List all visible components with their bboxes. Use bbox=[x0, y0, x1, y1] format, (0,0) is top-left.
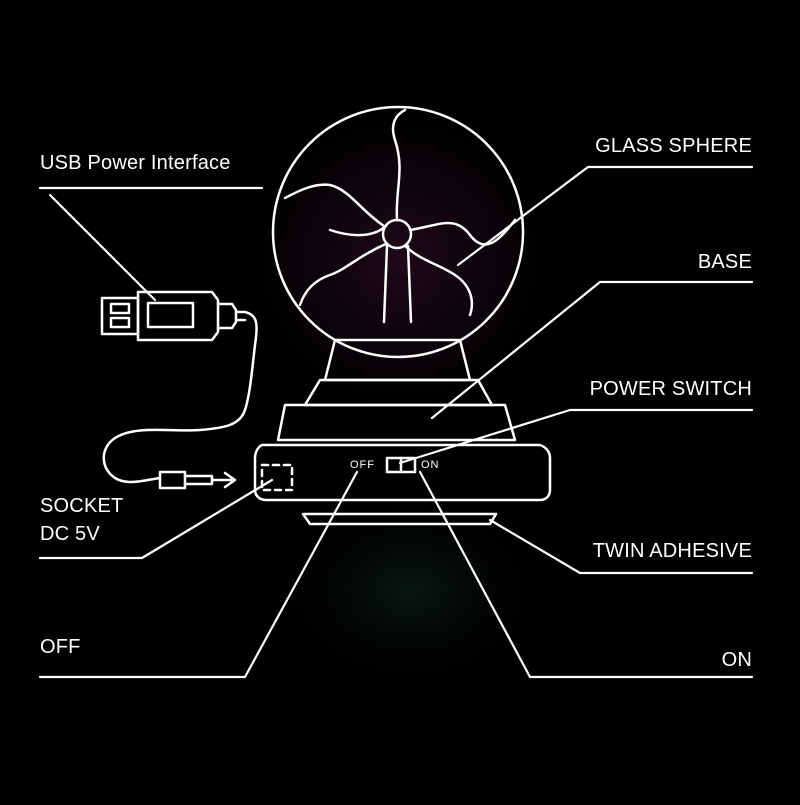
dc-plug-body bbox=[158, 470, 187, 490]
base bbox=[253, 338, 552, 502]
power-switch bbox=[385, 456, 417, 474]
label-socket: SOCKET bbox=[40, 495, 124, 517]
plasma-filament bbox=[328, 224, 388, 237]
label-glass-sphere: GLASS SPHERE bbox=[595, 135, 752, 157]
leader-twin-adhesive bbox=[488, 518, 754, 575]
plasma-filament bbox=[408, 218, 517, 246]
base-tier-lower bbox=[276, 403, 517, 442]
plasma-filament bbox=[391, 108, 407, 222]
usb-cable bbox=[102, 310, 258, 484]
plasma-filament bbox=[283, 183, 386, 228]
leader-off bbox=[38, 470, 359, 679]
usb-cable-end bbox=[234, 310, 247, 322]
dc-plug bbox=[158, 470, 237, 490]
label-off: OFF bbox=[40, 636, 81, 658]
glass-sphere-outline bbox=[271, 105, 525, 359]
label-twin-adhesive: TWIN ADHESIVE bbox=[592, 540, 752, 562]
leader-lines bbox=[38, 165, 754, 679]
leader-socket bbox=[38, 478, 274, 560]
usb-plug-grip bbox=[146, 301, 195, 329]
plasma-filament bbox=[403, 244, 474, 317]
sphere-rod bbox=[382, 244, 413, 324]
switch-off-marking: OFF bbox=[350, 459, 375, 471]
dc-plug-pin bbox=[183, 474, 214, 486]
glass-sphere bbox=[271, 105, 525, 359]
twin-adhesive-plate bbox=[301, 512, 498, 526]
insert-arrow-icon bbox=[210, 471, 237, 489]
switch-on-marking: ON bbox=[421, 459, 440, 471]
usb-plug bbox=[100, 290, 247, 342]
label-power-switch: POWER SWITCH bbox=[589, 378, 752, 400]
usb-contact bbox=[109, 316, 131, 329]
leader-base bbox=[430, 280, 754, 420]
leader-on bbox=[418, 470, 754, 679]
sphere-glow bbox=[230, 90, 570, 430]
leader-usb bbox=[48, 193, 157, 302]
label-usb-power-interface: USB Power Interface bbox=[40, 152, 231, 174]
dc-socket bbox=[260, 463, 294, 492]
reflection-glow bbox=[260, 480, 560, 700]
usb-plug-body bbox=[136, 290, 220, 342]
leader-glass-sphere bbox=[456, 165, 754, 267]
usb-strain-relief bbox=[216, 302, 238, 330]
base-block bbox=[253, 443, 552, 502]
label-socket-voltage: DC 5V bbox=[40, 523, 100, 545]
leader-power-switch bbox=[398, 408, 754, 465]
label-on: ON bbox=[721, 649, 752, 671]
label-base: BASE bbox=[697, 251, 752, 273]
usb-contact bbox=[109, 302, 131, 315]
plasma-filament bbox=[298, 242, 388, 307]
